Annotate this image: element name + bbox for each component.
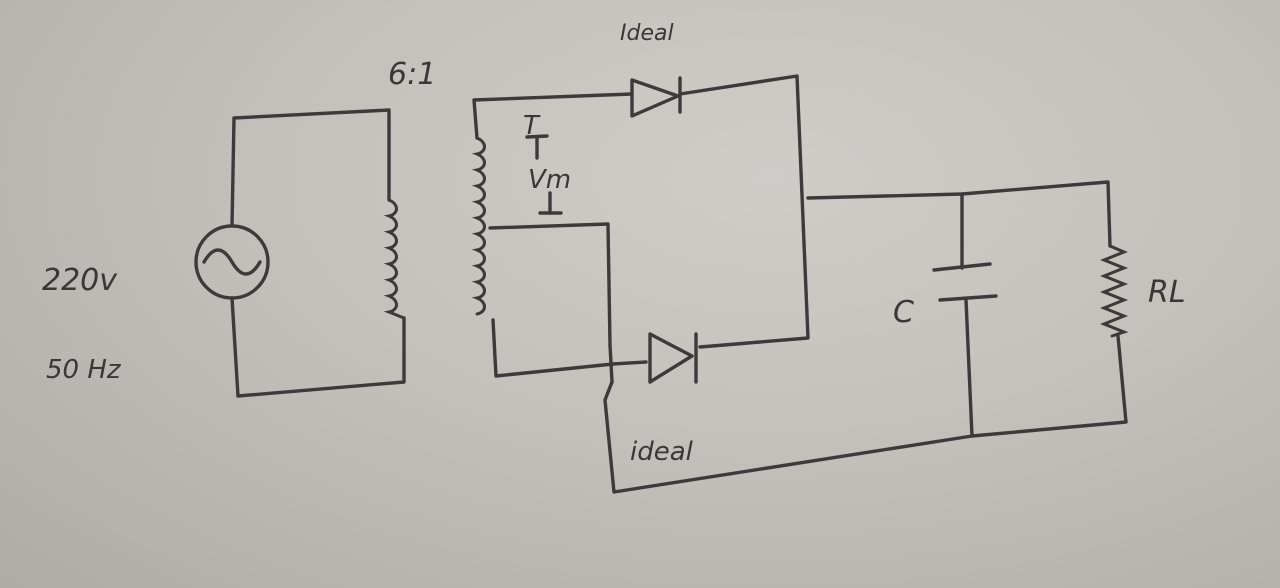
secondary-winding [471,92,634,378]
diode-top [630,74,810,349]
center-tap-top-label: T [523,111,541,141]
secondary-coil [471,136,486,316]
output-network [806,180,1129,438]
top-diode-output-wire [678,74,810,349]
sine-wave-icon [202,248,262,276]
diode-top-triangle [630,78,680,118]
secondary-bottom-wire [491,318,615,378]
crossover-wire [608,343,614,384]
primary-bottom-wire [230,296,406,398]
capacitor-label: C [893,295,914,330]
primary-coil [383,198,406,320]
primary-winding [383,198,406,320]
secondary-top-wire [472,92,634,140]
return-wire [603,380,974,494]
center-tap-wire [488,222,612,347]
primary-top-wire [230,108,391,228]
diode-bottom-label: ideal [630,437,694,467]
capacitor-bottom-plate [938,294,998,302]
diode-top-label: Ideal [620,21,674,46]
load-resistor-zigzag [1099,244,1129,338]
source-voltage-label: 220v [42,263,118,298]
center-tap-voltage-label: Vm [528,165,571,195]
diode-bottom-triangle [648,332,694,384]
vm-marker [525,134,563,215]
diode-bottom [608,332,698,384]
source-frequency-label: 50 Hz [46,355,122,385]
load-resistor-label: RL [1148,275,1186,310]
ac-source [194,108,406,398]
capacitor-top-plate [932,262,992,272]
diode-bottom-input-wire [611,360,648,366]
negative-rail-wire [964,298,1128,438]
turns-ratio-label: 6:1 [388,57,436,92]
positive-rail-wire [806,180,1112,248]
